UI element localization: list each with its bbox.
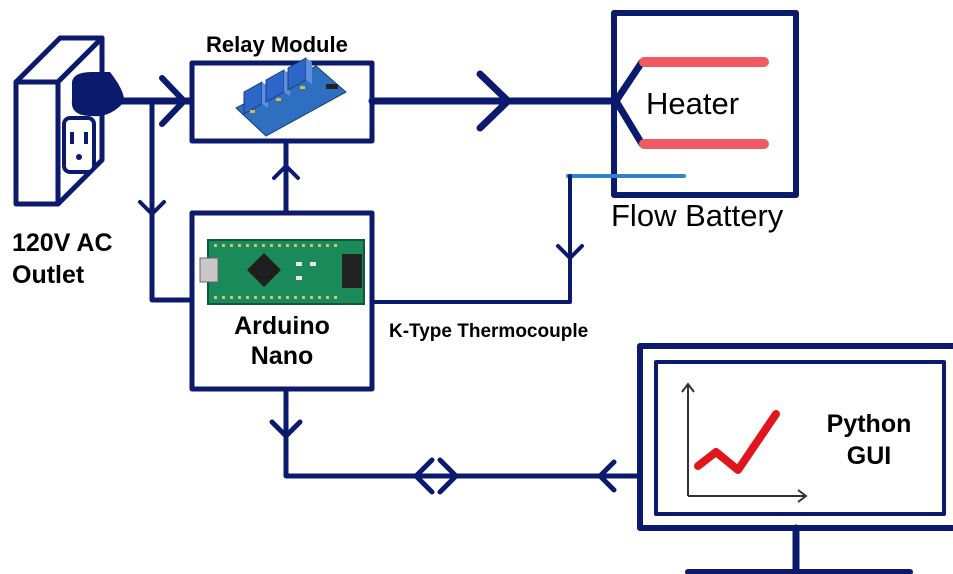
thermocouple-wire <box>370 174 572 304</box>
arduino-relay-arrow <box>272 164 300 180</box>
power-outlet-icon <box>13 35 105 207</box>
relay-module-label: Relay Module <box>206 32 348 57</box>
bidirectional-arrow-left <box>413 457 435 495</box>
thermocouple-arrow <box>556 244 584 260</box>
outlet-arduino-arrow <box>138 200 166 216</box>
python-gui-label-line1: Python <box>826 410 912 438</box>
gui-arrow <box>597 459 617 493</box>
outlet-label-line2: Outlet <box>12 261 85 289</box>
outlet-relay-arrow <box>159 75 187 127</box>
heater-fork <box>612 58 646 148</box>
relay-board-image <box>235 57 347 137</box>
flow-battery-box <box>611 10 799 198</box>
line-graph-icon <box>681 382 808 503</box>
arduino-gui-arrow <box>269 419 303 439</box>
plug-icon <box>71 72 124 117</box>
thermocouple-label: K-Type Thermocouple <box>389 321 589 342</box>
relay-heater-arrow <box>476 70 512 132</box>
arduino-to-gui-wire <box>283 386 643 479</box>
python-gui-label-line2: GUI <box>846 442 892 470</box>
flow-battery-label: Flow Battery <box>611 198 784 233</box>
arduino-label-line2: Nano <box>250 342 314 370</box>
arduino-nano-image <box>199 239 365 305</box>
outlet-label-line1: 120V AC <box>12 229 113 257</box>
outlet-to-arduino-wire <box>149 98 195 303</box>
monitor-icon <box>637 343 953 574</box>
heater-label: Heater <box>646 86 740 121</box>
arduino-label-line1: Arduino <box>234 312 330 340</box>
bidirectional-arrow-right <box>437 457 459 495</box>
